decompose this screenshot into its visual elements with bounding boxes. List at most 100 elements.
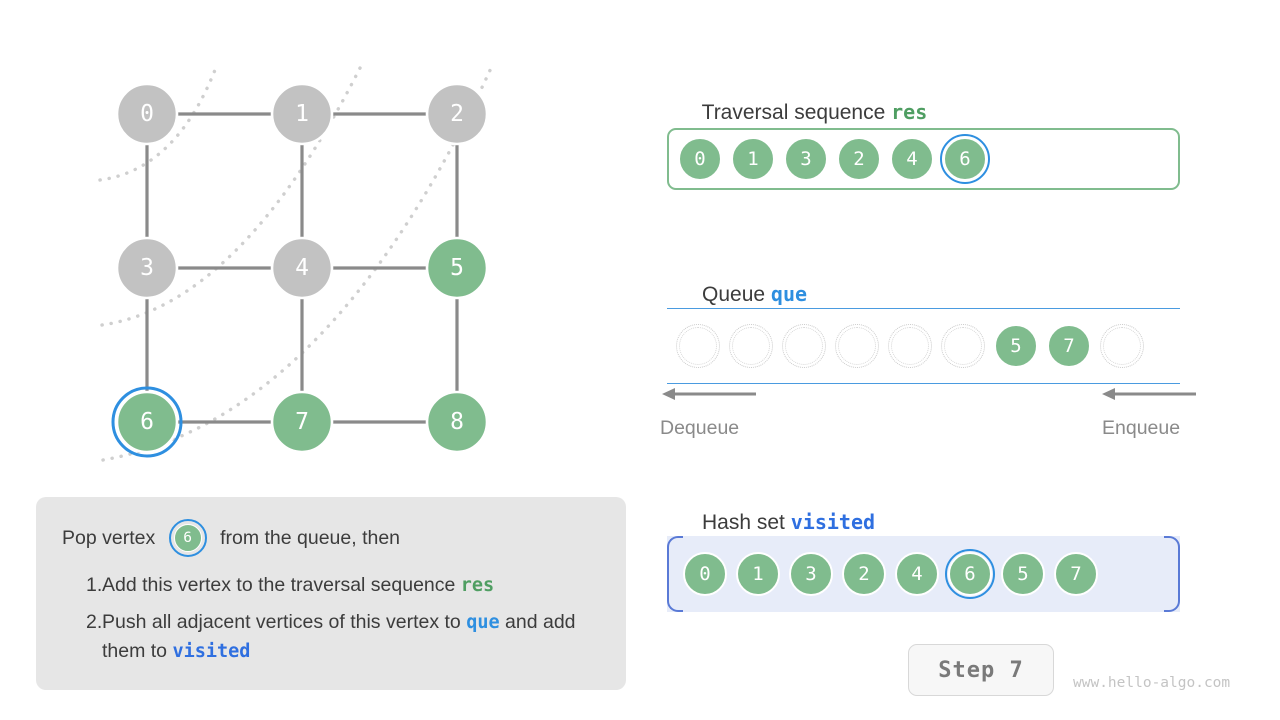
queue-slot-empty-2 bbox=[782, 324, 826, 368]
hashset-token-2: 2 bbox=[842, 552, 886, 596]
graph-node-2-circle bbox=[425, 82, 489, 146]
graph-node-4-label: 4 bbox=[295, 255, 309, 281]
res-token-1-label: 1 bbox=[731, 137, 775, 181]
queue-slot-empty-2-label bbox=[782, 324, 826, 368]
graph-node-8-label: 8 bbox=[450, 409, 464, 435]
res-token-2-label: 2 bbox=[837, 137, 881, 181]
wavefront-curve-1 bbox=[98, 68, 217, 182]
enqueue-arrow-icon bbox=[1102, 388, 1196, 400]
queue-slot-empty-0-label bbox=[676, 324, 720, 368]
graph-node-6-highlight-ring bbox=[111, 386, 183, 458]
queue-slot-empty-8 bbox=[1100, 324, 1144, 368]
explanation-step-2: Push all adjacent vertices of this verte… bbox=[62, 608, 600, 666]
step2-text-post: and add them to bbox=[102, 611, 576, 662]
step2-code-que: que bbox=[466, 612, 500, 633]
hashset-title-code: visited bbox=[790, 510, 876, 534]
graph-node-8[interactable]: 8 bbox=[425, 390, 489, 454]
graph-node-1-circle bbox=[270, 82, 334, 146]
hashset-token-6-label: 6 bbox=[948, 552, 992, 596]
queue-slot-empty-3 bbox=[835, 324, 879, 368]
res-title-code: res bbox=[891, 100, 928, 124]
queue-token-5: 5 bbox=[994, 324, 1038, 368]
queue-slot-empty-4-label bbox=[888, 324, 932, 368]
graph-node-2[interactable]: 2 bbox=[425, 82, 489, 146]
hashset-right-bracket bbox=[1164, 536, 1180, 612]
graph-node-2-label: 2 bbox=[450, 101, 464, 127]
wavefront-curve-2 bbox=[100, 66, 362, 327]
hashset-token-2-label: 2 bbox=[842, 552, 886, 596]
queue-section-title: Queue que bbox=[667, 258, 807, 331]
hashset-token-7: 7 bbox=[1054, 552, 1098, 596]
queue-slot-empty-5-label bbox=[941, 324, 985, 368]
hashset-token-5: 5 bbox=[1001, 552, 1045, 596]
hashset-token-0: 0 bbox=[683, 552, 727, 596]
step1-text: Add this vertex to the traversal sequenc… bbox=[102, 574, 461, 596]
res-token-1: 1 bbox=[731, 137, 775, 181]
hashset-token-3-label: 3 bbox=[789, 552, 833, 596]
queue-slot-empty-1 bbox=[729, 324, 773, 368]
graph-node-6-circle bbox=[115, 390, 179, 454]
graph-node-7-label: 7 bbox=[295, 409, 309, 435]
explanation-step-1: Add this vertex to the traversal sequenc… bbox=[62, 571, 600, 600]
hashset-token-1-label: 1 bbox=[736, 552, 780, 596]
queue-token-5-label: 5 bbox=[994, 324, 1038, 368]
hashset-token-4-label: 4 bbox=[895, 552, 939, 596]
res-token-4: 4 bbox=[890, 137, 934, 181]
graph-panel: 0 1 2 3 4 5 6 7 8 bbox=[0, 0, 640, 480]
graph-node-3[interactable]: 3 bbox=[115, 236, 179, 300]
res-token-6: 6 bbox=[940, 134, 990, 184]
graph-node-0-circle bbox=[115, 82, 179, 146]
graph-node-4[interactable]: 4 bbox=[270, 236, 334, 300]
hashset-left-bracket bbox=[667, 536, 683, 612]
graph-node-4-circle bbox=[270, 236, 334, 300]
queue-slot-empty-5 bbox=[941, 324, 985, 368]
queue-slot-empty-4 bbox=[888, 324, 932, 368]
graph-node-0[interactable]: 0 bbox=[115, 82, 179, 146]
res-token-4-label: 4 bbox=[890, 137, 934, 181]
graph-node-6[interactable]: 6 bbox=[111, 386, 183, 458]
dequeue-label: Dequeue bbox=[660, 417, 740, 439]
graph-node-1-label: 1 bbox=[295, 101, 309, 127]
graph-node-5-label: 5 bbox=[450, 255, 464, 281]
graph-node-1[interactable]: 1 bbox=[270, 82, 334, 146]
step2-code-visited: visited bbox=[172, 641, 251, 662]
inline-vertex-label: 6 bbox=[173, 524, 202, 552]
res-token-6-label: 6 bbox=[943, 137, 987, 181]
explanation-line1-pre: Pop vertex bbox=[62, 527, 156, 549]
dequeue-arrow-icon bbox=[662, 388, 756, 400]
graph-node-8-circle bbox=[425, 390, 489, 454]
enqueue-label: Enqueue bbox=[1102, 417, 1181, 439]
hashset-token-4: 4 bbox=[895, 552, 939, 596]
res-token-0: 0 bbox=[678, 137, 722, 181]
graph-node-7-circle bbox=[270, 390, 334, 454]
graph-nodes: 0 1 2 3 4 5 6 7 8 bbox=[111, 82, 489, 458]
queue-title-text: Queue bbox=[702, 283, 771, 306]
queue-slot-empty-1-label bbox=[729, 324, 773, 368]
inline-vertex-highlight-ring bbox=[168, 519, 207, 557]
step1-code-res: res bbox=[460, 575, 495, 596]
hashset-token-5-label: 5 bbox=[1001, 552, 1045, 596]
res-token-0-label: 0 bbox=[678, 137, 722, 181]
graph-node-7[interactable]: 7 bbox=[270, 390, 334, 454]
hashset-token-1: 1 bbox=[736, 552, 780, 596]
queue-token-7: 7 bbox=[1047, 324, 1091, 368]
res-token-3-label: 3 bbox=[784, 137, 828, 181]
hashset-token-3: 3 bbox=[789, 552, 833, 596]
queue-title-code: que bbox=[770, 282, 808, 306]
queue-slot-empty-3-label bbox=[835, 324, 879, 368]
hashset-token-0-label: 0 bbox=[683, 552, 727, 596]
queue-token-7-label: 7 bbox=[1047, 324, 1091, 368]
hashset-token-7-label: 7 bbox=[1054, 552, 1098, 596]
hashset-title-text: Hash set bbox=[702, 511, 791, 534]
explanation-line-1: Pop vertex 6 from the queue, then bbox=[62, 519, 600, 557]
graph-node-5[interactable]: 5 bbox=[425, 236, 489, 300]
hashset-token-6: 6 bbox=[945, 549, 995, 599]
explanation-line1-post: from the queue, then bbox=[220, 527, 401, 549]
explanation-steps: Add this vertex to the traversal sequenc… bbox=[62, 571, 600, 666]
watermark: www.hello-algo.com bbox=[1073, 675, 1231, 691]
